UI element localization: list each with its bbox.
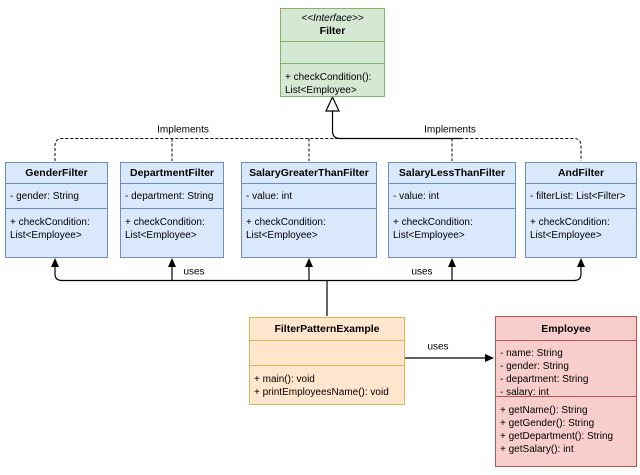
realization-stem bbox=[331, 111, 462, 140]
class-genderfilter: GenderFilter - gender: String + checkCon… bbox=[5, 162, 108, 258]
field-line: - salary: int bbox=[500, 387, 549, 398]
field-line: - gender: String bbox=[10, 191, 79, 202]
fields-compartment: - gender: String bbox=[6, 183, 107, 208]
method-line: + getName(): String bbox=[500, 405, 588, 416]
fields-compartment: - value: int bbox=[242, 183, 376, 208]
uses-arrowhead-andfilter bbox=[577, 258, 585, 267]
field-line: - value: int bbox=[393, 191, 440, 202]
class-departmentfilter: DepartmentFilter - department: String + … bbox=[120, 162, 224, 258]
method-line: + main(): void bbox=[254, 374, 315, 385]
fields-compartment: - department: String bbox=[121, 183, 223, 208]
interface-name: Filter bbox=[319, 25, 346, 37]
method-line: + getGender(): String bbox=[500, 418, 595, 429]
method-line: + printEmployeesName(): void bbox=[254, 387, 389, 398]
fields-compartment: - name: String - gender: String - depart… bbox=[496, 340, 636, 398]
field-line: - department: String bbox=[500, 374, 589, 385]
class-andfilter: AndFilter - filterList: List<Filter> + c… bbox=[525, 162, 637, 258]
class-salarygreaterthanfilter: SalaryGreaterThanFilter - value: int + c… bbox=[241, 162, 377, 258]
methods-compartment: + checkCondition: List<Employee> bbox=[242, 208, 376, 257]
methods-compartment: + checkCondition: List<Employee> bbox=[389, 208, 515, 257]
interface-stereotype: <<Interface>> bbox=[301, 13, 364, 24]
field-line: - gender: String bbox=[500, 361, 569, 372]
class-filterpatternexample: FilterPatternExample + main(): void + pr… bbox=[249, 317, 405, 405]
class-title: GenderFilter bbox=[25, 167, 88, 179]
class-title: <<Interface>> Filter bbox=[281, 9, 384, 41]
realization-triangle-arrowhead bbox=[325, 95, 340, 112]
method-line: + checkCondition: List<Employee> bbox=[530, 217, 610, 241]
implements-dashed-edge bbox=[54, 138, 582, 161]
fields-compartment bbox=[250, 340, 404, 365]
field-line: - department: String bbox=[125, 191, 214, 202]
uses-arrowhead-employee bbox=[485, 354, 494, 362]
class-title: SalaryLessThanFilter bbox=[398, 167, 506, 179]
class-title: FilterPatternExample bbox=[274, 323, 380, 335]
fields-compartment bbox=[281, 41, 384, 63]
uses-label-left: uses bbox=[181, 266, 207, 278]
uses-arrowhead-salarylessthanfilter bbox=[448, 258, 456, 267]
methods-compartment: + checkCondition: List<Employee> bbox=[6, 208, 107, 257]
uses-bus-edge bbox=[54, 266, 582, 282]
uses-arrowhead-salarygreaterthanfilter bbox=[305, 258, 313, 267]
methods-compartment: + getName(): String + getGender(): Strin… bbox=[496, 396, 636, 466]
class-title: SalaryGreaterThanFilter bbox=[249, 167, 369, 179]
field-line: - filterList: List<Filter> bbox=[530, 191, 626, 202]
methods-compartment: + main(): void + printEmployeesName(): v… bbox=[250, 365, 404, 404]
method-line: + getSalary(): int bbox=[500, 444, 574, 455]
uses-label-right: uses bbox=[409, 266, 435, 278]
method-line: + checkCondition: List<Employee> bbox=[246, 217, 326, 241]
class-title: AndFilter bbox=[557, 167, 605, 179]
uses-arrowhead-departmentfilter bbox=[168, 258, 176, 267]
method-line: + checkCondition: List<Employee> bbox=[393, 217, 473, 241]
method-line: + checkCondition: List<Employee> bbox=[125, 217, 205, 241]
method-line: + checkCondition(): List<Employee> bbox=[285, 72, 372, 96]
fields-compartment: - value: int bbox=[389, 183, 515, 208]
methods-compartment: + checkCondition(): List<Employee> bbox=[281, 63, 384, 97]
method-line: + checkCondition: List<Employee> bbox=[10, 217, 90, 241]
uses-arrowhead-genderfilter bbox=[51, 258, 59, 267]
field-line: - value: int bbox=[246, 191, 293, 202]
class-salarylessthanfilter: SalaryLessThanFilter - value: int + chec… bbox=[388, 162, 516, 258]
class-filter-interface: <<Interface>> Filter + checkCondition():… bbox=[280, 8, 385, 97]
class-employee: Employee - name: String - gender: String… bbox=[495, 316, 637, 467]
uses-label-employee: uses bbox=[425, 341, 451, 353]
methods-compartment: + checkCondition: List<Employee> bbox=[121, 208, 223, 257]
class-title: DepartmentFilter bbox=[129, 167, 214, 179]
field-line: - name: String bbox=[500, 348, 563, 359]
fields-compartment: - filterList: List<Filter> bbox=[526, 183, 636, 208]
methods-compartment: + checkCondition: List<Employee> bbox=[526, 208, 636, 257]
implements-label-right: Implements bbox=[422, 124, 478, 136]
method-line: + getDepartment(): String bbox=[500, 431, 614, 442]
implements-label-left: Implements bbox=[155, 124, 211, 136]
class-title: Employee bbox=[541, 322, 591, 335]
